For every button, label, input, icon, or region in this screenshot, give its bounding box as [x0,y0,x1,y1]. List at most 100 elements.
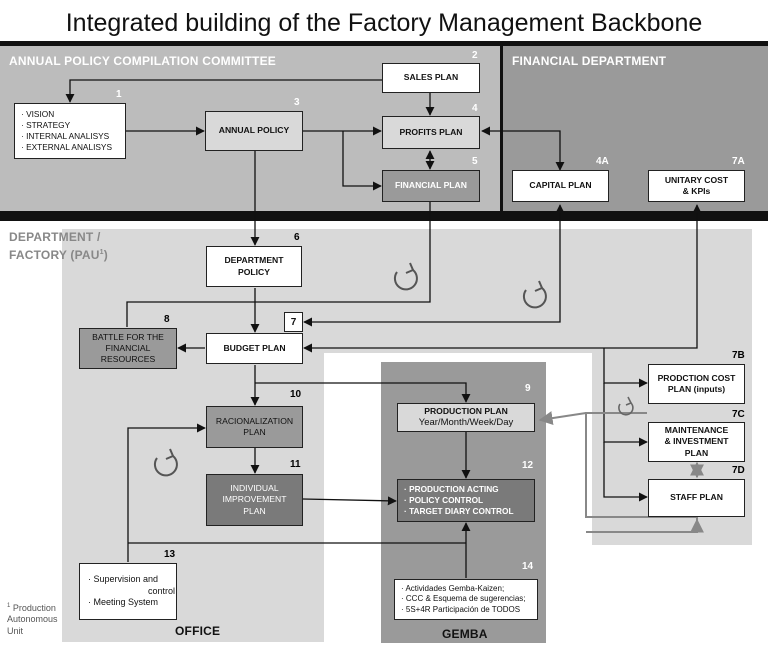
gemba-activities-num: 14 [522,561,534,572]
department-policy-box: DEPARTMENT POLICY [206,246,302,287]
racionalization-num: 10 [290,389,302,400]
seven-label: 7 [290,316,297,328]
vision-box: · VISION · STRATEGY · INTERNAL ANALISYS … [14,103,126,159]
financial-plan-box: FINANCIAL PLAN [382,170,480,202]
gemba-activities-list: · Actividades Gemba-Kaizen; · CCC & Esqu… [401,584,526,615]
strategy-item: · STRATEGY [21,120,71,131]
cycle-icon [618,396,634,416]
capital-plan-box: CAPITAL PLAN [512,170,609,202]
unitary-cost-line2: & KPIs [682,186,711,196]
maintenance-line3: PLAN [684,447,709,458]
staff-plan-box: STAFF PLAN [648,479,745,517]
individual-num: 11 [290,459,301,470]
separator-top [0,41,768,46]
department-label-line1: DEPARTMENT / [9,230,101,244]
production-cost-box: PRODCTION COST PLAN (inputs) [648,364,745,404]
connector-capital-to-seven [303,204,565,327]
department-label-sup: 1 [99,249,104,256]
department-label-line2: FACTORY (PAU1) [9,245,108,263]
battle-num: 8 [164,314,170,325]
battle-line2: FINANCIAL [105,342,151,353]
connector-gray-to-staff [586,518,704,533]
connector-supervision-to-racional [127,423,206,562]
supervision-line3: · Meeting System [88,597,159,608]
annual-policy-label: ANNUAL POLICY [218,125,290,136]
budget-plan-box: BUDGET PLAN [206,333,303,364]
maintenance-box: MAINTENANCE & INVESTMENT PLAN [648,422,745,462]
internal-item: · INTERNAL ANALISYS [21,131,110,141]
connector-gray-to-production [538,411,587,426]
connector-bus-to-7b [603,348,648,388]
budget-plan-label: BUDGET PLAN [223,342,286,353]
unitary-cost-line1: UNITARY COST [664,174,729,185]
footnote-line3: Unit [7,625,24,636]
connector-profits-capital [481,126,565,171]
department-policy-line2: POLICY [238,266,270,277]
profits-plan-label: PROFITS PLAN [399,126,463,137]
external-item: · EXTERNAL ANALISYS [21,141,112,152]
vision-num: 1 [116,89,122,100]
footnote-line2: Autonomous [7,614,58,625]
gemba-activities-box: · Actividades Gemba-Kaizen; · CCC & Esqu… [394,579,538,620]
production-cost-line2: PLAN (inputs) [667,384,726,394]
sales-num: 2 [472,50,478,61]
maintenance-line1: MAINTENANCE [664,425,729,436]
supervision-line1: · Supervision and [88,573,159,584]
cycle-icon [153,448,178,477]
individual-line3: PLAN [243,505,266,516]
profits-num: 4 [472,103,478,114]
footnote-sup: 1 [7,603,11,609]
department-label-text: FACTORY (PAU [9,248,100,262]
gemba-item-kaizen: · Actividades Gemba-Kaizen; [401,583,505,593]
production-cost-line1: PRODCTION COST [657,372,736,383]
financial-dept-label: FINANCIAL DEPARTMENT [512,54,667,68]
production-plan-box: PRODUCTION PLAN Year/Month/Week/Day [397,403,535,432]
cycle-icon [393,262,418,291]
annual-policy-box: ANNUAL POLICY [205,111,303,151]
department-policy-line1: DEPARTMENT [224,255,284,266]
financial-plan-label: FINANCIAL PLAN [395,180,467,191]
individual-line2: IMPROVEMENT [222,494,287,505]
acting-item-production: · PRODUCTION ACTING [404,484,499,495]
department-policy-num: 6 [294,232,300,243]
connector-sales-to-vision [65,79,382,103]
cycle-icon [522,280,547,309]
diagram-title: Integrated building of the Factory Manag… [65,9,703,37]
connector-battle-link [126,301,255,327]
financial-num: 5 [472,156,478,167]
supervision-line2: control [148,585,176,596]
connector-annual-to-financial [342,131,382,191]
gemba-item-ccc: · CCC & Esquema de sugerencias; [401,594,526,604]
connector-budget-to-production [255,382,471,403]
connector-indiv-to-acting [302,496,397,506]
vision-item: · VISION [21,109,55,120]
capital-plan-label: CAPITAL PLAN [529,180,592,191]
acting-item-policy: · POLICY CONTROL [404,495,484,506]
unitary-num: 7A [732,156,745,167]
sales-plan-box: SALES PLAN [382,63,480,93]
capital-num: 4A [596,156,609,167]
racionalization-line1: RACIONALIZATION [215,415,294,426]
supervision-box: · Supervision and control · Meeting Syst… [79,563,177,620]
maintenance-num: 7C [732,409,745,420]
footnote: 1 Production Autonomous Unit [7,603,58,637]
department-label-close: ) [103,248,108,262]
annual-num: 3 [294,97,300,108]
racionalization-line2: PLAN [243,427,266,437]
production-cost-num: 7B [732,350,745,361]
acting-item-target: · TARGET DIARY CONTROL [404,505,514,516]
battle-line3: RESOURCES [100,354,156,365]
supervision-num: 13 [164,549,176,560]
acting-box: · PRODUCTION ACTING · POLICY CONTROL · T… [397,479,535,522]
gemba-item-5s: · 5S+4R Participación de TODOS [401,604,521,614]
acting-num: 12 [522,460,534,471]
production-plan-line2: Year/Month/Week/Day [418,416,514,428]
vision-list: · VISION · STRATEGY · INTERNAL ANALISYS … [21,109,112,152]
connector-unitary-to-budget [303,204,702,353]
unitary-cost-box: UNITARY COST & KPIs [648,170,745,202]
battle-line1: BATTLE FOR THE [92,331,164,342]
battle-box: BATTLE FOR THE FINANCIAL RESOURCES [79,328,177,369]
seven-box: 7 [284,312,303,332]
maintenance-line2: & INVESTMENT [664,436,729,447]
